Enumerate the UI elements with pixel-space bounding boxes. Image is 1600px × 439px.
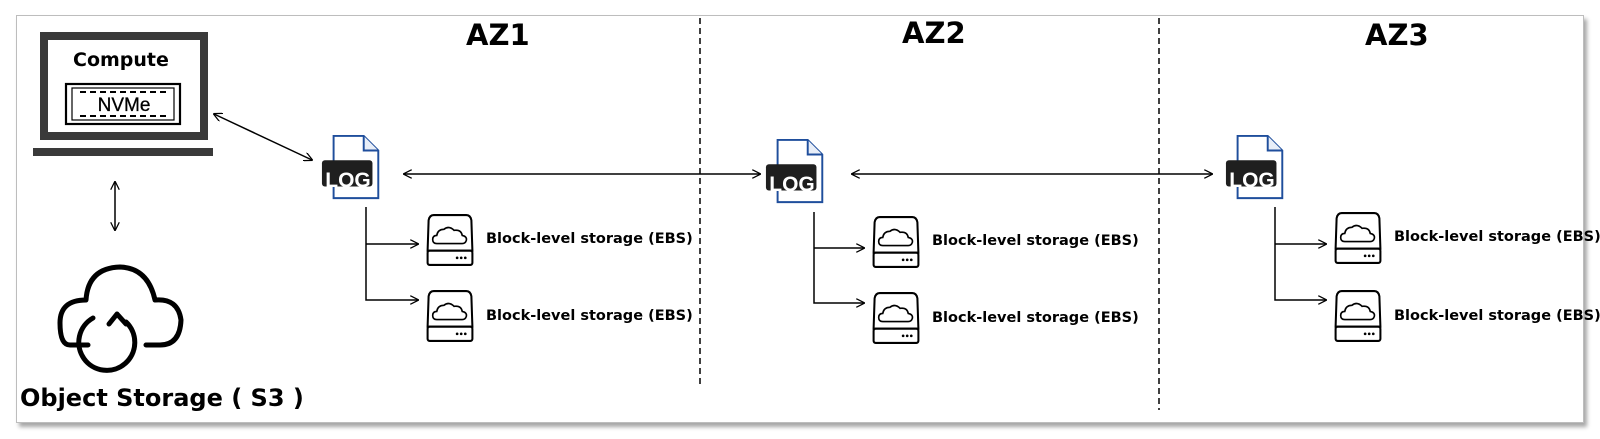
diagram-frame	[16, 15, 1584, 423]
ebs-label-az2-2: Block-level storage (EBS)	[932, 310, 1139, 326]
ebs-drive-icon-az2-2	[872, 292, 920, 344]
ebs-label-az1-2: Block-level storage (EBS)	[486, 308, 693, 324]
ebs-drive-icon-az1-2	[426, 290, 474, 342]
ebs-label-az3-2: Block-level storage (EBS)	[1394, 308, 1600, 324]
object-storage-label: Object Storage ( S3 )	[20, 384, 304, 412]
log-label-az3: LOG	[1229, 169, 1275, 192]
ebs-drive-icon-az3-2	[1334, 290, 1382, 342]
compute-laptop-icon: NVMe	[33, 32, 213, 156]
az3-connectors	[1274, 207, 1326, 300]
ebs-label-az2-1: Block-level storage (EBS)	[932, 233, 1139, 249]
nvme-label: NVMe	[98, 95, 151, 116]
log-label-az2: LOG	[769, 173, 815, 196]
az1-title: AZ1	[466, 18, 530, 52]
nvme-drive-icon: NVMe	[64, 82, 182, 126]
compute-log-arrow	[214, 114, 312, 160]
ebs-label-az3-1: Block-level storage (EBS)	[1394, 229, 1600, 245]
ebs-drive-icon-az1-1	[426, 214, 474, 266]
cloud-upload-icon	[57, 264, 184, 373]
log-file-icon-az2: LOG	[764, 138, 824, 204]
ebs-drive-icon-az3-1	[1334, 212, 1382, 264]
ebs-label-az1-1: Block-level storage (EBS)	[486, 231, 693, 247]
az2-connectors	[813, 212, 864, 303]
az1-connectors	[365, 207, 418, 300]
log-label-az1: LOG	[325, 169, 371, 192]
compute-label: Compute	[73, 49, 169, 71]
log-file-icon-az1: LOG	[320, 134, 380, 200]
log-file-icon-az3: LOG	[1224, 134, 1284, 200]
az3-title: AZ3	[1365, 18, 1429, 52]
ebs-drive-icon-az2-1	[872, 216, 920, 268]
az2-title: AZ2	[902, 16, 966, 50]
